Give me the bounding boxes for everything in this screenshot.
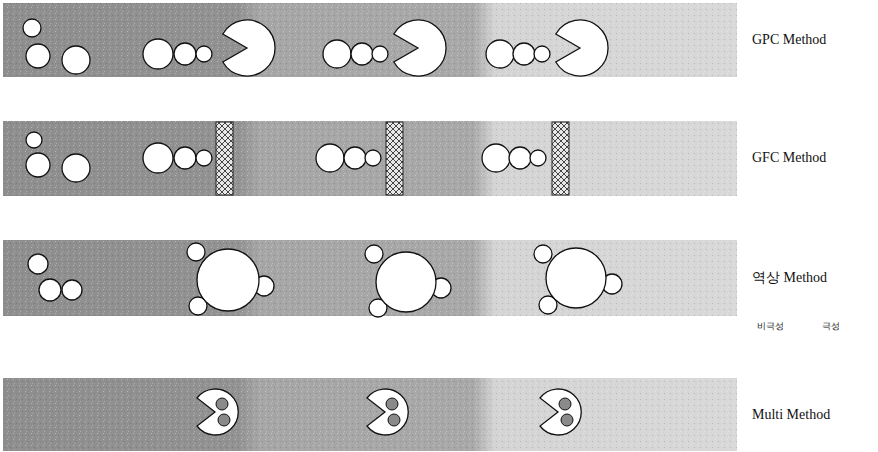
molecule bbox=[28, 254, 48, 274]
molecule bbox=[26, 132, 42, 148]
molecule bbox=[534, 46, 550, 62]
gel-mesh bbox=[216, 122, 233, 195]
molecule bbox=[62, 46, 90, 74]
method-band: GFC Method bbox=[3, 121, 737, 196]
molecule bbox=[351, 43, 373, 65]
molecule bbox=[62, 154, 90, 182]
molecule bbox=[196, 150, 212, 166]
band-texture bbox=[3, 121, 737, 196]
stationary-bead bbox=[197, 249, 259, 311]
column-band bbox=[3, 3, 737, 77]
molecule bbox=[482, 144, 510, 172]
molecule bbox=[143, 143, 173, 173]
molecule bbox=[530, 150, 546, 166]
molecule bbox=[486, 40, 514, 68]
molecule bbox=[174, 43, 196, 65]
molecule bbox=[344, 147, 366, 169]
molecule bbox=[143, 39, 173, 69]
molecule bbox=[365, 150, 381, 166]
pore-bead bbox=[223, 20, 275, 76]
method-band: GPC Method bbox=[3, 3, 737, 77]
band-texture bbox=[3, 378, 737, 451]
molecule bbox=[196, 46, 212, 62]
inner-particle bbox=[386, 398, 398, 410]
stationary-bead bbox=[546, 248, 606, 308]
multi-bead bbox=[197, 389, 238, 435]
method-name: Multi Method bbox=[752, 407, 830, 423]
molecule bbox=[513, 43, 535, 65]
column-band bbox=[3, 240, 737, 316]
molecule bbox=[174, 147, 196, 169]
molecule bbox=[26, 44, 50, 68]
molecule bbox=[26, 153, 50, 177]
method-band: Multi Method bbox=[3, 378, 737, 451]
molecule bbox=[23, 19, 41, 37]
inner-particle bbox=[559, 398, 571, 410]
pore-bead bbox=[394, 20, 446, 76]
gel-mesh bbox=[552, 122, 569, 195]
molecule bbox=[323, 40, 351, 68]
polarity-label: 극성 bbox=[822, 322, 840, 332]
multi-bead bbox=[367, 389, 408, 435]
polarity-label: 비극성 bbox=[757, 322, 784, 332]
inner-particle bbox=[218, 414, 230, 426]
band-texture bbox=[3, 240, 737, 316]
inner-particle bbox=[216, 398, 228, 410]
ligand bbox=[187, 243, 205, 261]
molecule bbox=[39, 279, 61, 301]
ligand bbox=[365, 245, 383, 263]
method-name: GFC Method bbox=[752, 150, 826, 166]
inner-particle bbox=[388, 414, 400, 426]
band-texture bbox=[3, 3, 737, 77]
molecule bbox=[62, 280, 82, 300]
method-name: GPC Method bbox=[752, 32, 826, 48]
stationary-bead bbox=[376, 252, 436, 312]
method-band: 역상 Method bbox=[3, 240, 737, 316]
column-bands bbox=[3, 3, 737, 451]
gel-mesh bbox=[386, 122, 403, 195]
column-band bbox=[3, 378, 737, 451]
molecule bbox=[316, 144, 344, 172]
molecule bbox=[509, 147, 531, 169]
inner-particle bbox=[561, 414, 573, 426]
method-name: 역상 Method bbox=[752, 270, 827, 286]
molecule bbox=[372, 46, 388, 62]
column-band bbox=[3, 121, 737, 196]
pore-bead bbox=[556, 20, 608, 76]
multi-bead bbox=[540, 389, 581, 435]
ligand bbox=[534, 245, 552, 263]
